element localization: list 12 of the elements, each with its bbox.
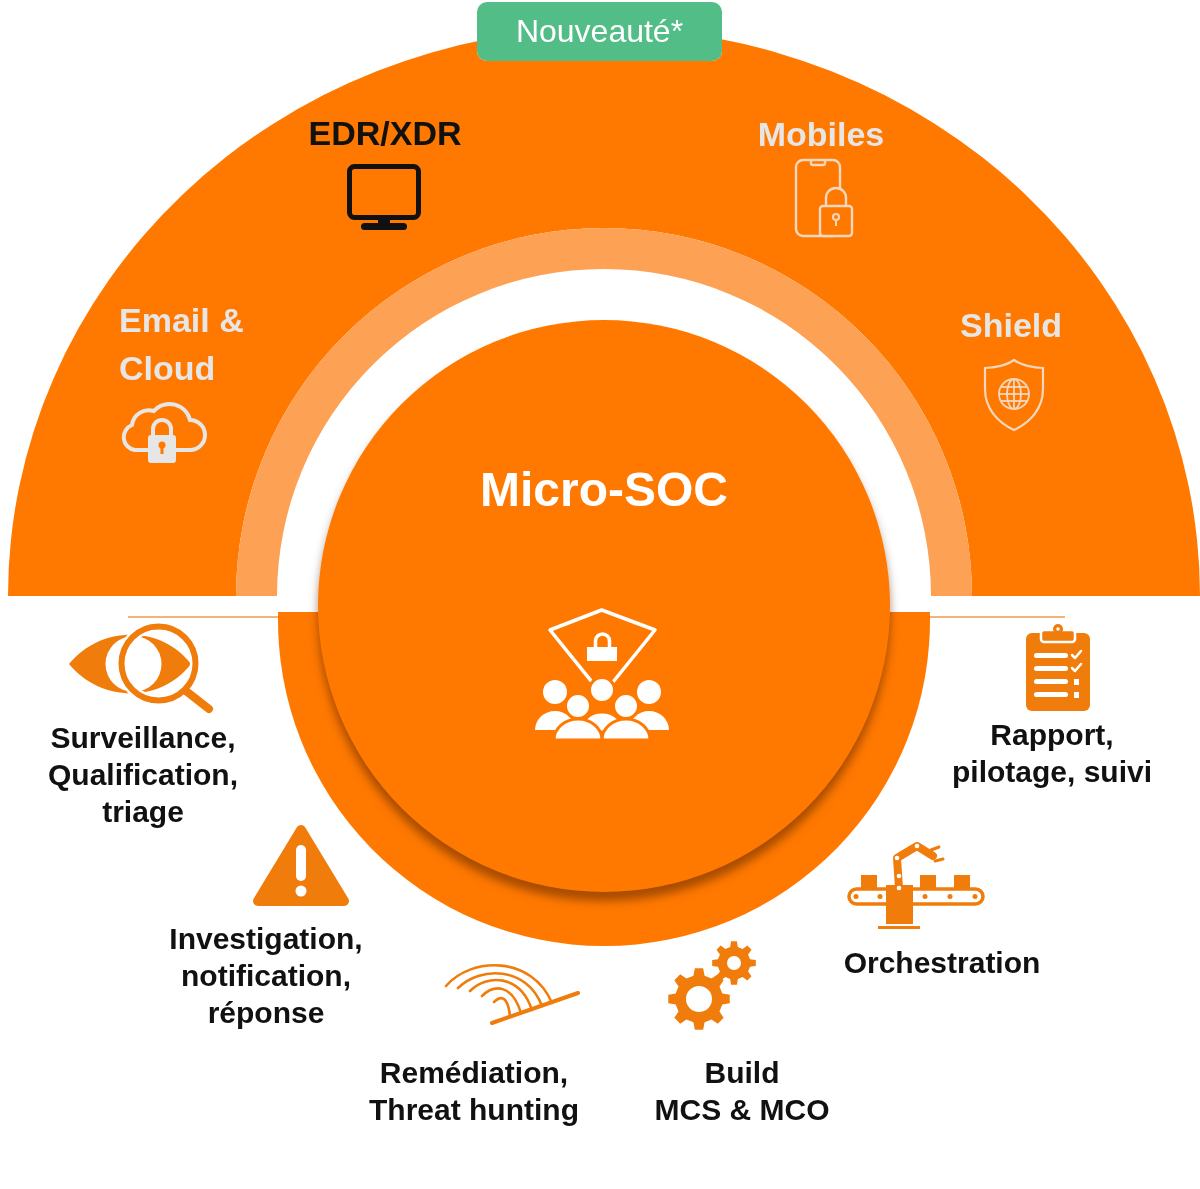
category-label: EDR/XDR [307, 113, 463, 154]
service-label: Remédiation, Threat hunting [368, 1055, 580, 1128]
category-label: Mobiles [756, 114, 886, 155]
service-label: Rapport, pilotage, suivi [950, 717, 1153, 790]
category-label: Email & Cloud [119, 300, 245, 389]
circle-title: Micro-SOC [479, 462, 729, 518]
new-badge: Nouveauté* [477, 2, 722, 61]
service-label: Build MCS & MCO [653, 1055, 831, 1128]
service-label: Surveillance, Qualification, triage [47, 720, 239, 830]
category-label: Shield [959, 305, 1063, 346]
service-label: Orchestration [842, 945, 1042, 981]
service-label: Investigation, notification, réponse [168, 921, 364, 1031]
